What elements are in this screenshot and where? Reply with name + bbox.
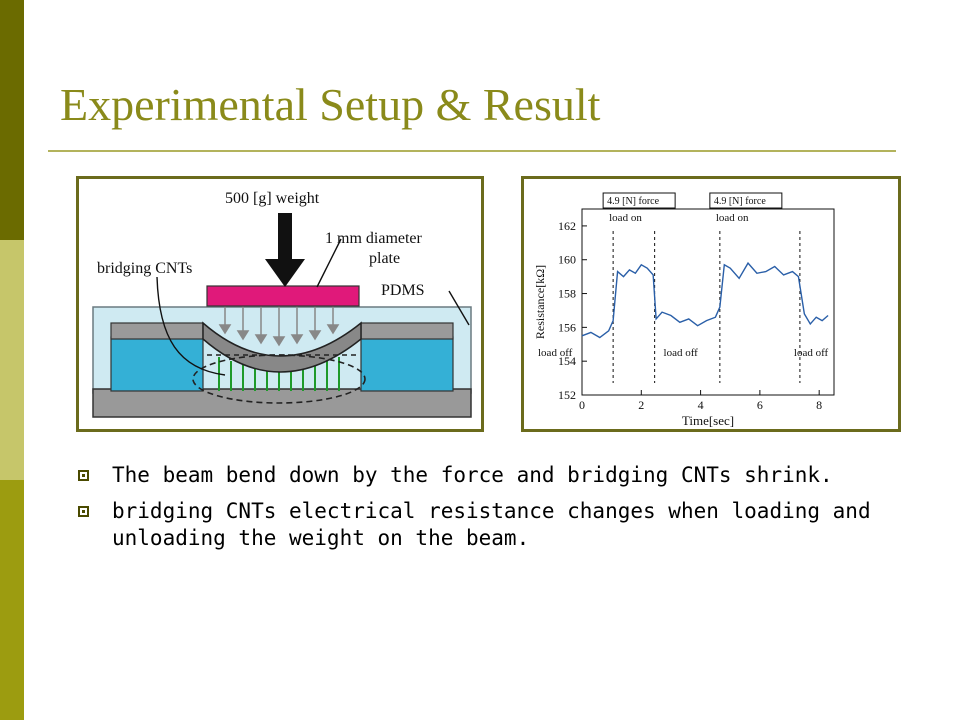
x-tick-label: 0 (579, 398, 585, 412)
bullet-item: bridging CNTs electrical resistance chan… (78, 498, 898, 552)
force-label-box (709, 192, 783, 209)
square-bullet-icon (78, 470, 89, 481)
square-bullet-icon (78, 506, 89, 517)
bullet-text: The beam bend down by the force and brid… (112, 463, 833, 487)
plate (206, 285, 360, 307)
bridging-leader (156, 276, 226, 376)
left-beam-cap (110, 322, 204, 340)
bullet-text: bridging CNTs electrical resistance chan… (112, 499, 871, 550)
y-tick-label: 162 (558, 219, 576, 233)
pdms-leader (448, 290, 470, 326)
accent-segment-light (0, 240, 24, 480)
accent-segment-mid (0, 480, 24, 720)
annotation-force-1: 4.9 [N] force (607, 196, 659, 207)
accent-segment-dark (0, 0, 24, 240)
y-tick-label: 152 (558, 388, 576, 402)
annotation-load-on-1: load on (609, 212, 642, 224)
plot-frame (581, 208, 835, 396)
bullet-list: The beam bend down by the force and brid… (78, 462, 898, 561)
plate-leader (316, 238, 342, 288)
annotation-force-2: 4.9 [N] force (714, 196, 766, 207)
x-tick-label: 2 (638, 398, 644, 412)
y-tick-label: 156 (558, 320, 576, 334)
slide-title: Experimental Setup & Result (60, 79, 601, 130)
bent-beam (202, 321, 362, 373)
annotation-load-off-1: load off (538, 347, 573, 359)
right-support (360, 336, 454, 392)
annotation-load-off-2: load off (664, 347, 699, 359)
bullet-item: The beam bend down by the force and brid… (78, 462, 898, 489)
annotation-load-off-3: load off (794, 347, 829, 359)
left-accent-bar (0, 0, 24, 720)
label-pdms: PDMS (381, 282, 425, 299)
x-tick-label: 4 (698, 398, 704, 412)
setup-diagram: 500 [g] weight 1 mm diameter plate bridg… (92, 190, 472, 418)
label-bridging: bridging CNTs (97, 260, 192, 277)
x-axis-label: Time[sec] (682, 413, 734, 428)
weight-arrow-head (265, 259, 305, 287)
resistance-chart: 0 2 4 6 8 152 154 156 158 160 162 Time[sec] Resist… (533, 192, 835, 428)
resistance-series-line (581, 261, 829, 339)
y-tick-label: 158 (558, 287, 576, 301)
dashed-ellipse (192, 354, 366, 404)
force-label-box (602, 192, 676, 209)
setup-diagram-frame: 500 [g] weight 1 mm diameter plate bridg… (76, 176, 484, 432)
title-divider (48, 150, 896, 152)
y-tick-label: 160 (558, 253, 576, 267)
force-arrows (218, 303, 340, 347)
x-tick-label: 8 (816, 398, 822, 412)
resistance-chart-frame: 0 2 4 6 8 152 154 156 158 160 162 Time[sec] Resist… (521, 176, 901, 432)
label-weight: 500 [g] weight (225, 190, 320, 207)
right-beam-cap (360, 322, 454, 340)
y-tick-label: 154 (558, 354, 576, 368)
y-axis-label: Resistance[kΩ] (533, 265, 547, 339)
label-plate-2: plate (369, 250, 400, 267)
annotation-load-on-2: load on (716, 212, 749, 224)
x-tick-label: 6 (757, 398, 763, 412)
label-plate-1: 1 mm diameter (325, 230, 423, 247)
left-support (110, 336, 204, 392)
weight-arrow-shaft (278, 213, 292, 265)
